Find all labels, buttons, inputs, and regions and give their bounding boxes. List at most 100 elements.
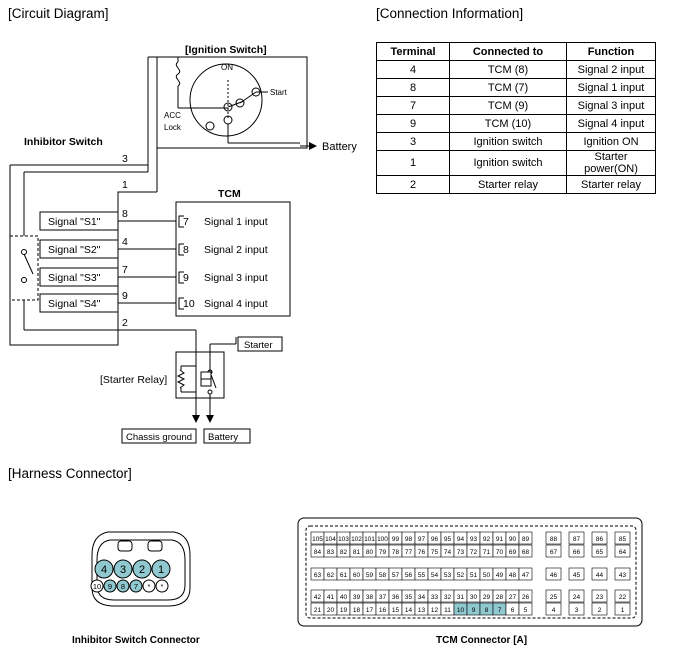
tcm-pin <box>545 602 562 616</box>
tcm-pin-label: 81 <box>353 549 361 556</box>
tcm-pin-label: 21 <box>314 607 322 614</box>
tcm-pin-label: 18 <box>353 607 361 614</box>
inhibitor-pin <box>103 579 117 593</box>
starter-label-box <box>237 336 283 352</box>
tcm-pin <box>518 544 533 558</box>
wire-1-label: 1 <box>122 179 128 191</box>
tcm-pin <box>614 602 631 616</box>
tcm-pin-label: 13 <box>418 607 426 614</box>
tcm-pin-label: 12 <box>431 607 439 614</box>
tcm-pin <box>591 544 608 558</box>
tcm-pin-label: 10 <box>183 298 195 310</box>
inhibitor-pin-label: 3 <box>120 564 126 576</box>
signal-input-label: Signal 1 input <box>204 216 268 228</box>
inhibitor-pin-label: * <box>161 582 164 591</box>
tcm-pin-label: 33 <box>431 594 439 601</box>
inhibitor-pin <box>132 559 152 579</box>
tcm-pin-label: 54 <box>431 572 439 579</box>
chassis-ground-box <box>121 428 197 444</box>
tcm-pin <box>568 567 585 581</box>
tcm-pin-label: 7 <box>498 607 502 614</box>
tcm-pin-label: 82 <box>340 549 348 556</box>
function-cell: Signal 3 input <box>566 96 656 115</box>
tcm-pin-label: 56 <box>405 572 413 579</box>
tcm-pin-label: 8 <box>183 244 189 256</box>
inhibitor-pin-label: 10 <box>93 582 101 591</box>
function-cell: Starter power(ON) <box>566 150 656 176</box>
circuit-diagram-heading: [Circuit Diagram] <box>8 6 109 21</box>
tcm-pin <box>591 567 608 581</box>
function-cell: Ignition ON <box>566 132 656 151</box>
tcm-pin-label: 42 <box>314 594 322 601</box>
tcm-pin-label: 36 <box>392 594 400 601</box>
tcm-pin-label: 62 <box>327 572 335 579</box>
tcm-pin-label: 95 <box>444 536 452 543</box>
tcm-pin-label: 68 <box>522 549 530 556</box>
tcm-pin-label: 77 <box>405 549 413 556</box>
col-function: Function <box>566 42 656 61</box>
inhibitor-pin-label: 2 <box>139 564 145 576</box>
tcm-pin <box>614 544 631 558</box>
tcm-pin-label: 104 <box>325 536 336 543</box>
tcm-pin-label: 29 <box>483 594 491 601</box>
tcm-pin <box>614 567 631 581</box>
signal-wire-label: 8 <box>122 208 128 220</box>
tcm-pin-label: 102 <box>351 536 362 543</box>
tcm-pin-label: 11 <box>444 607 451 614</box>
tcm-pin-label: 75 <box>431 549 439 556</box>
signal-wire-label: 7 <box>122 264 128 276</box>
inhibitor-switch-title: Inhibitor Switch <box>24 136 103 148</box>
tcm-pin-label: 2 <box>598 607 602 614</box>
tcm-pin-label: 87 <box>573 536 581 543</box>
tcm-pin-label: 97 <box>418 536 426 543</box>
tcm-pin <box>591 531 608 545</box>
tcm-pin-label: 83 <box>327 549 335 556</box>
tcm-pin <box>545 544 562 558</box>
inhibitor-switch-contact <box>9 235 39 301</box>
tcm-pin-label: 5 <box>524 607 528 614</box>
ignition-acc-label: ACC <box>164 111 181 120</box>
tcm-pin-label: 90 <box>509 536 517 543</box>
tcm-pin-label: 1 <box>621 607 625 614</box>
tcm-pin-label: 73 <box>457 549 465 556</box>
tcm-pin <box>545 589 562 603</box>
tcm-pin-label: 72 <box>470 549 478 556</box>
connected-to-cell: Starter relay <box>449 175 567 194</box>
tcm-pin-label: 55 <box>418 572 426 579</box>
function-cell: Signal 2 input <box>566 60 656 79</box>
tcm-pin-label: 45 <box>573 572 581 579</box>
tcm-pin-label: 61 <box>340 572 348 579</box>
tcm-title: TCM <box>218 188 241 200</box>
function-cell: Starter relay <box>566 175 656 194</box>
tcm-pin-label: 94 <box>457 536 465 543</box>
inhibitor-pin <box>113 559 133 579</box>
tcm-pin <box>591 589 608 603</box>
tcm-pin-label: 103 <box>338 536 349 543</box>
tcm-pin-label: 19 <box>340 607 348 614</box>
tcm-pin-label: 59 <box>366 572 374 579</box>
ignition-on-label: ON <box>221 63 233 72</box>
function-cell: Signal 4 input <box>566 114 656 133</box>
inhibitor-pin <box>155 579 169 593</box>
tcm-pin-label: 23 <box>596 594 604 601</box>
tcm-pin-label: 37 <box>379 594 387 601</box>
tcm-pin-label: 24 <box>573 594 581 601</box>
connected-to-cell: TCM (9) <box>449 96 567 115</box>
tcm-connector <box>297 517 643 627</box>
signal-name-label: Signal "S4" <box>48 298 101 310</box>
tcm-pin-label: 101 <box>364 536 375 543</box>
ignition-fuse <box>175 61 181 87</box>
tcm-pin-label: 47 <box>522 572 530 579</box>
tcm-pin-label: 88 <box>550 536 558 543</box>
inhibitor-pin <box>129 579 143 593</box>
tcm-pin <box>545 531 562 545</box>
tcm-pin-label: 99 <box>392 536 400 543</box>
ignition-switch-box <box>156 56 308 149</box>
tcm-pin-label: 20 <box>327 607 335 614</box>
tcm-pin-label: 98 <box>405 536 413 543</box>
tcm-pin <box>568 531 585 545</box>
inhibitor-pin-label: * <box>148 582 151 591</box>
